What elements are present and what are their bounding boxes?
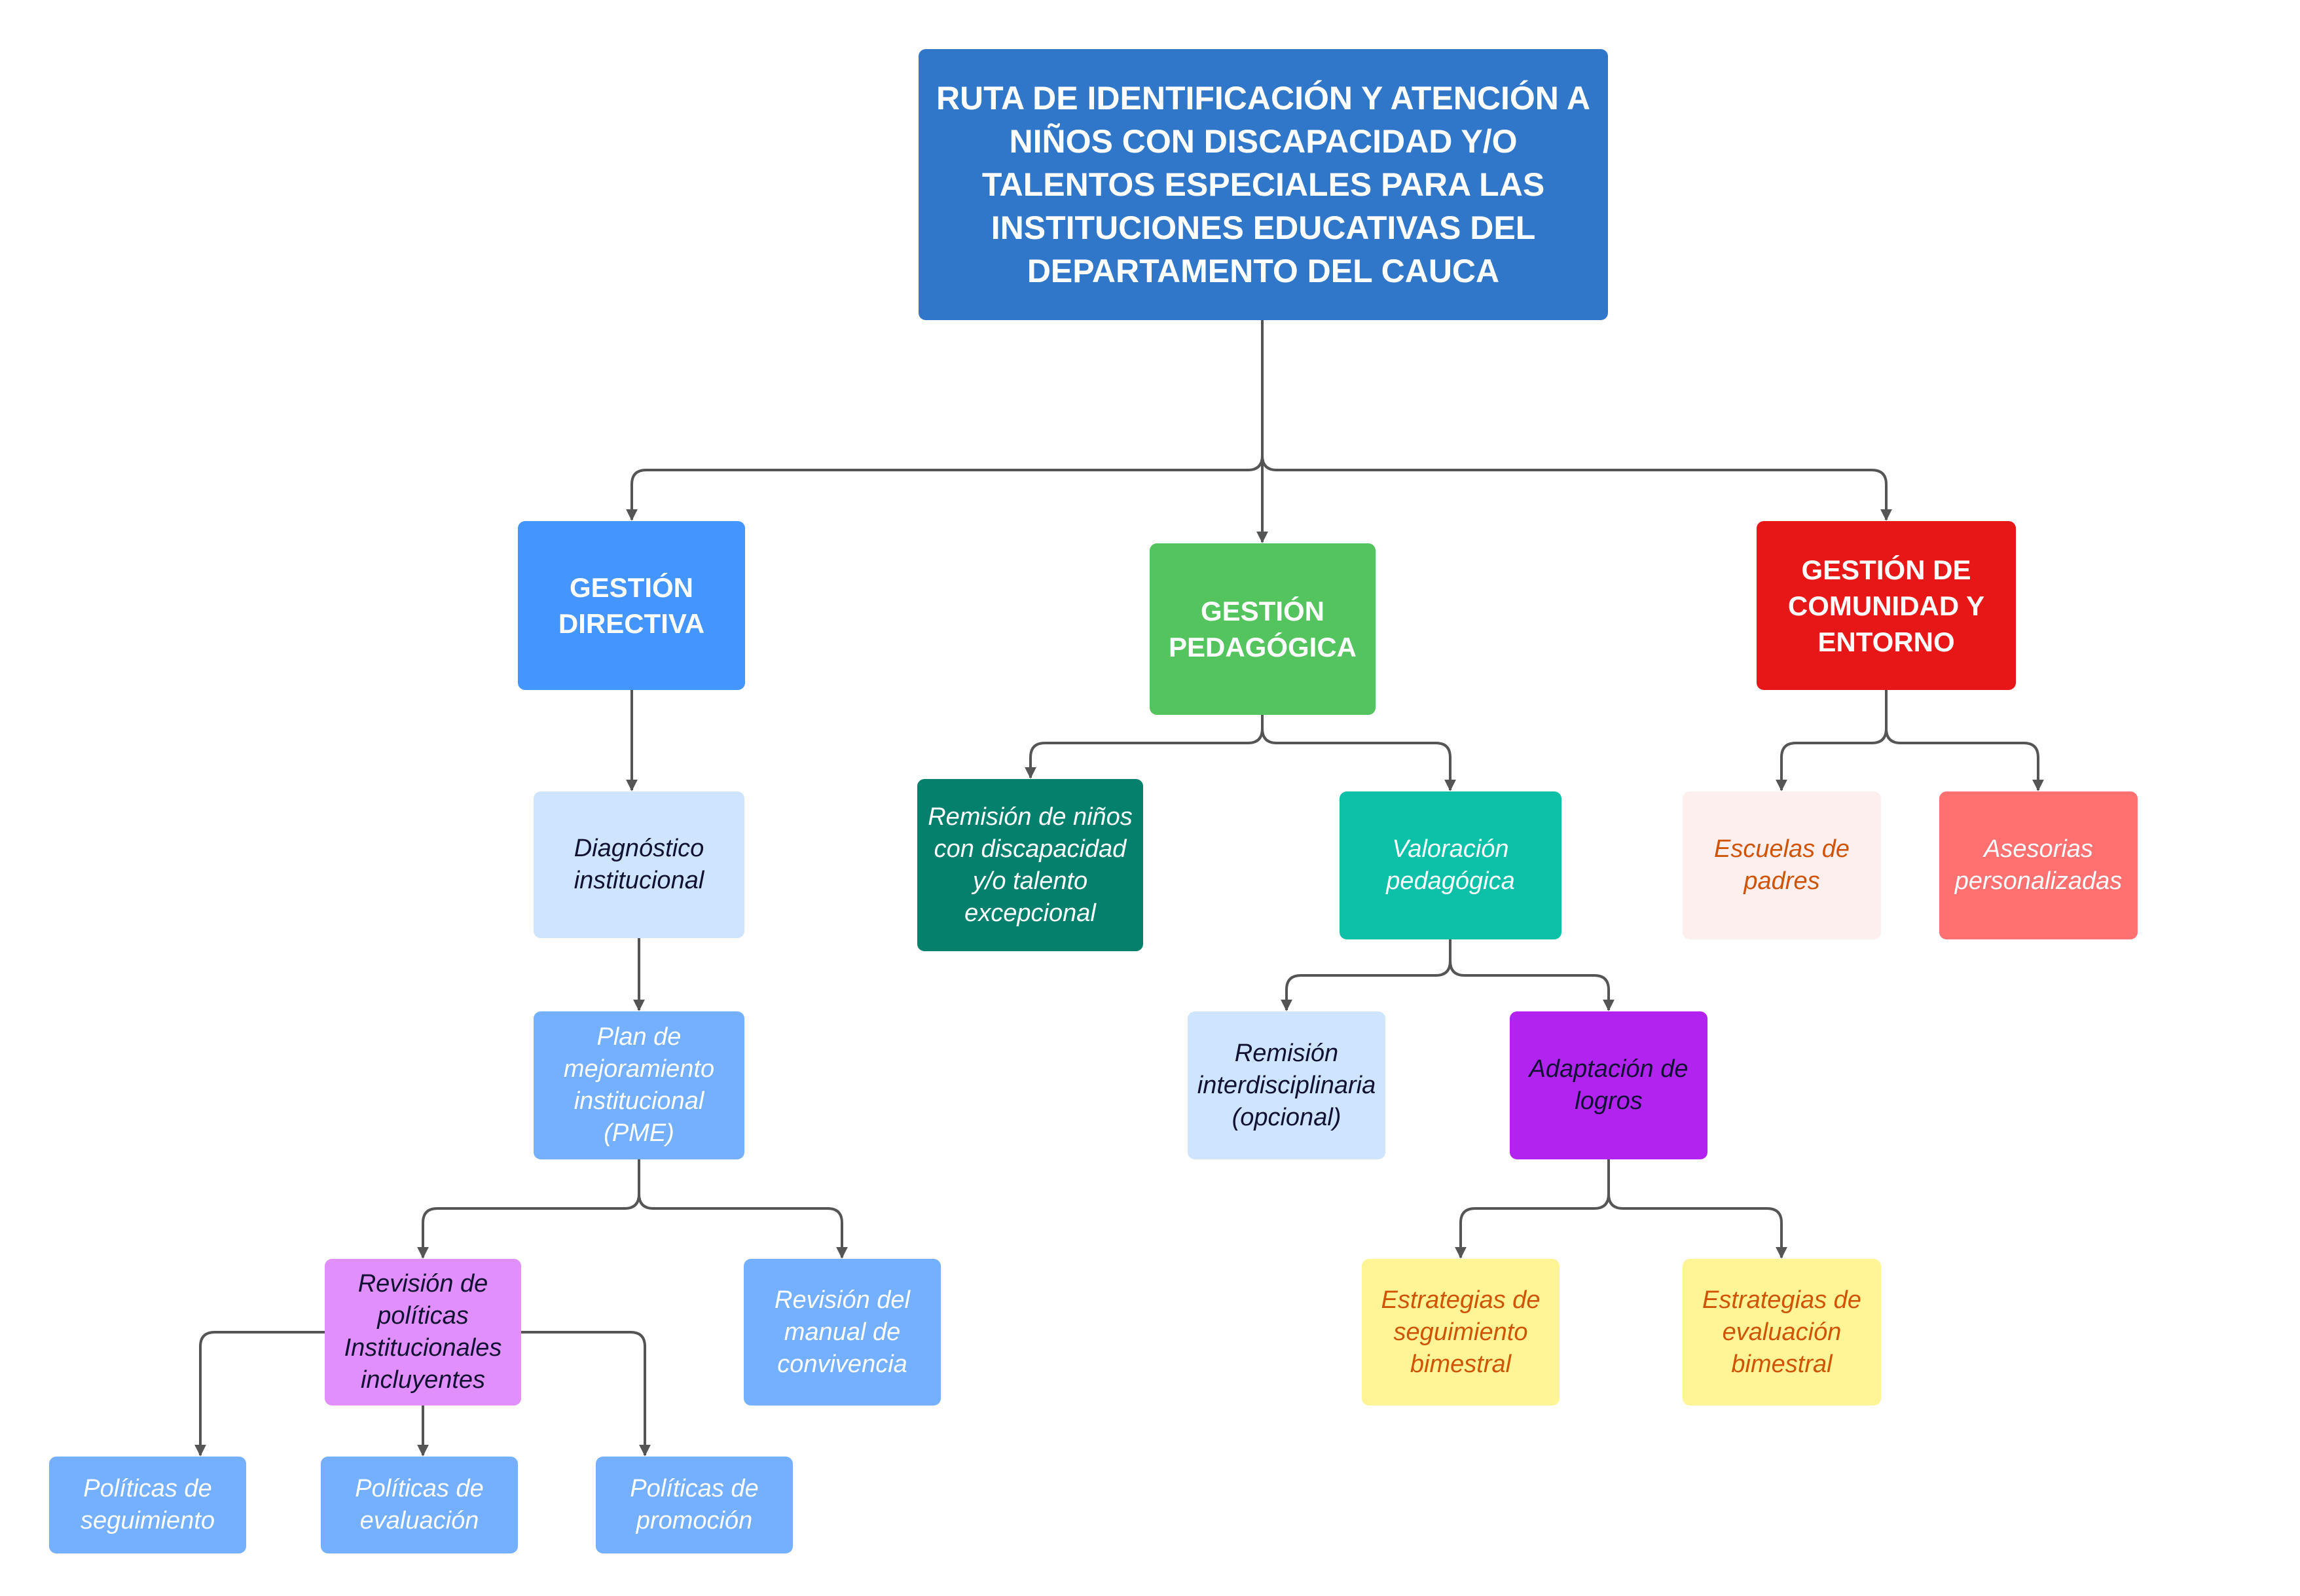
valoracion-label: Valoración pedagógica (1386, 835, 1515, 895)
edge-comunidad-escuelas (1776, 690, 1888, 791)
diagnostico-label: Diagnóstico institucional (574, 835, 704, 894)
remision-ninos-label: Remisión de niños con discapacidad y/o t… (928, 803, 1133, 927)
edge-adaptacion-estrategias-eval (1607, 1159, 1787, 1259)
remision-ninos-node: Remisión de niños con discapacidad y/o t… (917, 779, 1143, 951)
revision-manual-label: Revisión del manual de convivencia (775, 1286, 910, 1378)
gestion-comunidad-label: GESTIÓN DE COMUNIDAD Y ENTORNO (1787, 554, 1985, 657)
revision-politicas-label: Revisión de políticas Institucionales in… (344, 1270, 502, 1394)
revision-politicas-node: Revisión de políticas Institucionales in… (325, 1259, 521, 1406)
diagram-title-node: RUTA DE IDENTIFICACIÓN Y ATENCIÓN A NIÑO… (919, 49, 1608, 320)
politicas-evaluacion-label: Políticas de evaluación (355, 1475, 484, 1534)
adaptacion-logros-label: Adaptación de logros (1529, 1055, 1688, 1115)
politicas-promocion-label: Políticas de promoción (630, 1475, 759, 1534)
politicas-evaluacion-node: Políticas de evaluación (321, 1457, 518, 1553)
gestion-directiva-node: GESTIÓN DIRECTIVA (518, 521, 745, 690)
pme-node: Plan de mejoramiento institucional (PME) (534, 1011, 744, 1159)
escuelas-padres-label: Escuelas de padres (1713, 835, 1850, 895)
pme-label: Plan de mejoramiento institucional (PME) (563, 1023, 715, 1147)
politicas-promocion-node: Políticas de promoción (596, 1457, 793, 1553)
gestion-directiva-label: GESTIÓN DIRECTIVA (558, 572, 705, 639)
gestion-comunidad-node: GESTIÓN DE COMUNIDAD Y ENTORNO (1757, 521, 2016, 690)
gestion-pedagogica-label: GESTIÓN PEDAGÓGICA (1168, 596, 1357, 662)
escuelas-padres-node: Escuelas de padres (1683, 791, 1881, 939)
remision-interdisciplinaria-node: Remisión interdisciplinaria (opcional) (1188, 1011, 1385, 1159)
asesorias-node: Asesorias personalizadas (1939, 791, 2138, 939)
edge-politicas-seguimiento (194, 1331, 325, 1457)
edge-valoracion-adaptacion (1449, 939, 1615, 1011)
edge-pme-revision-manual (638, 1159, 848, 1259)
edge-comunidad-asesorias (1885, 690, 2044, 791)
edge-pedagogica-valoracion (1261, 715, 1456, 791)
remision-interdisciplinaria-label: Remisión interdisciplinaria (opcional) (1197, 1039, 1376, 1131)
valoracion-node: Valoración pedagógica (1340, 791, 1561, 939)
asesorias-label: Asesorias personalizadas (1954, 835, 2123, 895)
edge-politicas-promocion (521, 1331, 651, 1457)
diagram-title: RUTA DE IDENTIFICACIÓN Y ATENCIÓN A NIÑO… (936, 80, 1591, 289)
diagnostico-node: Diagnóstico institucional (534, 791, 744, 938)
edge-pedagogica-remision (1025, 715, 1264, 779)
adaptacion-logros-node: Adaptación de logros (1510, 1011, 1707, 1159)
estrategias-evaluacion-node: Estrategias de evaluación bimestral (1683, 1259, 1881, 1406)
edge-adaptacion-estrategias-seg (1455, 1159, 1610, 1259)
edge-pme-revision-politicas (417, 1159, 640, 1259)
politicas-seguimiento-label: Políticas de seguimiento (81, 1475, 215, 1534)
revision-manual-node: Revisión del manual de convivencia (744, 1259, 941, 1406)
gestion-pedagogica-node: GESTIÓN PEDAGÓGICA (1150, 543, 1376, 715)
estrategias-seguimiento-label: Estrategias de seguimiento bimestral (1381, 1286, 1541, 1378)
edge-valoracion-remision-inter (1281, 939, 1451, 1011)
estrategias-seguimiento-node: Estrategias de seguimiento bimestral (1362, 1259, 1560, 1406)
politicas-seguimiento-node: Políticas de seguimiento (49, 1457, 246, 1553)
estrategias-evaluacion-label: Estrategias de evaluación bimestral (1702, 1286, 1861, 1378)
edge-title-directiva (626, 320, 1264, 521)
edge-title-comunidad (1261, 320, 1892, 521)
